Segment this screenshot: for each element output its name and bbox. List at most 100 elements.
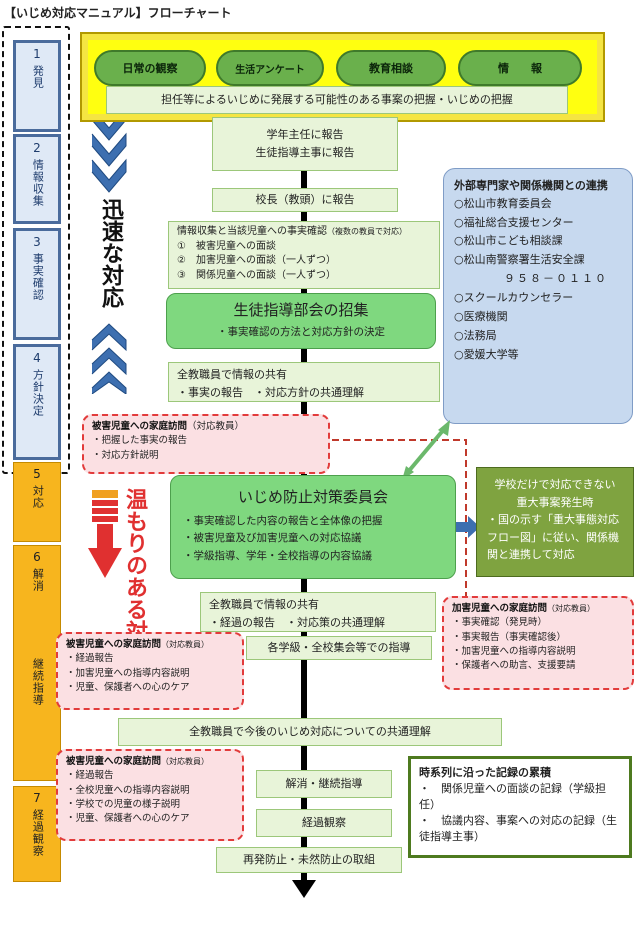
serious-line: 重大事案発生時 [516, 495, 594, 509]
share-title: 全教職員で情報の共有 [177, 368, 287, 381]
step-number: 3 [33, 235, 41, 249]
side-text-quick: 迅速な対応 [98, 198, 123, 308]
visit-tag: （対応教員） [161, 757, 210, 766]
step-1: 1 発見 [13, 40, 61, 132]
records-box: 時系列に沿った記録の累積 ・ 関係児童への面談の記録（学級担任） ・ 協議内容、… [408, 756, 632, 858]
victim-visit-box-3: 被害児童への家庭訪問（対応教員） ・経過報告 ・全校児童への指導内容説明 ・学校… [56, 749, 244, 841]
resolve-box: 解消・継続指導 [256, 770, 392, 798]
step-number: 4 [33, 351, 41, 365]
external-title: 外部専門家や関係機関との連携 [454, 179, 608, 192]
step-6: 6 解消 継続指導 [13, 545, 61, 781]
step-label: 情報収集 [31, 158, 45, 207]
committee-box: いじめ防止対策委員会 ・事実確認した内容の報告と全体像の把握 ・被害児童及び加害… [170, 475, 456, 579]
visit-item: ・加害児童への指導内容説明 [452, 645, 576, 657]
share-sub: ・経過の報告 ・対応策の共通理解 [209, 615, 385, 629]
step-label: 経過観察 [31, 808, 45, 857]
visit-item: ・児童、保護者への心のケア [66, 813, 190, 824]
arrow-down-icon [88, 490, 122, 578]
perpetrator-visit-box: 加害児童への家庭訪問（対応教員） ・事実確認（発見時） ・事実報告（事実確認後）… [442, 596, 634, 690]
external-item: ○スクールカウンセラー [454, 291, 574, 305]
records-item: ・ 協議内容、事案への対応の記録（生徒指導主事） [419, 813, 617, 843]
external-item: ○松山市教育委員会 [454, 196, 552, 210]
step-3: 3 事実確認 [13, 228, 61, 340]
visit-title: 被害児童への家庭訪問 [66, 639, 162, 650]
visit-item: ・事実確認（発見時） [452, 617, 548, 629]
step-7: 7 経過観察 [13, 786, 61, 882]
visit-item: ・全校児童への指導内容説明 [66, 784, 190, 796]
pill-survey: 生活アンケート [216, 50, 324, 86]
pill-info: 情 報 [458, 50, 582, 86]
visit-item: ・経過報告 [66, 770, 114, 782]
step-label: 事実確認 [31, 252, 45, 301]
info-title: 情報収集と当該児童への事実確認 [177, 226, 327, 237]
meeting-box: 生徒指導部会の招集 ・事実確認の方法と対応方針の決定 [166, 293, 436, 349]
meeting-title: 生徒指導部会の招集 [233, 301, 369, 319]
discovery-caption: 担任等によるいじめに発展する可能性のある事案の把握・いじめの把握 [106, 86, 568, 114]
step-label: 解消 [31, 567, 45, 592]
prevention-box: 再発防止・未然防止の取組 [216, 847, 402, 873]
visit-item: ・事実報告（事実確認後） [452, 631, 567, 643]
meeting-sub: ・事実確認の方法と対応方針の決定 [217, 326, 385, 338]
records-item: ・ 関係児童への面談の記録（学級担任） [419, 781, 606, 811]
visit-item: ・学校での児童の様子説明 [66, 798, 181, 810]
arrow-right-icon [456, 516, 480, 538]
report-box: 学年主任に報告 生徒指導主事に報告 [212, 117, 398, 171]
visit-item: ・対応方針説明 [92, 449, 159, 461]
visit-tag: （対応教員） [161, 640, 210, 649]
class-guidance-box: 各学級・全校集会等での指導 [246, 636, 432, 660]
info-item: ③ 関係児童への面談（一人ずつ） [177, 269, 336, 281]
visit-item: ・加害児童への指導内容説明 [66, 667, 190, 679]
external-item: ○愛媛大学等 [454, 347, 519, 361]
step-label: 発見 [31, 64, 45, 89]
step-4: 4 方針決定 [13, 344, 61, 460]
visit-item: ・保護者への助言、支援要請 [452, 660, 576, 671]
principal-box: 校長（教頭）に報告 [212, 188, 398, 212]
share-box-2: 全教職員で情報の共有 ・経過の報告 ・対応策の共通理解 [200, 592, 436, 632]
info-note: （複数の教員で対応） [327, 227, 407, 236]
share-title: 全教職員で情報の共有 [209, 598, 319, 611]
visit-title: 加害児童への家庭訪問 [452, 603, 548, 614]
visit-tag: （対応教員） [187, 421, 245, 432]
share-box-1: 全教職員で情報の共有 ・事実の報告 ・対応方針の共通理解 [168, 362, 440, 402]
records-title: 時系列に沿った記録の累積 [419, 766, 551, 779]
page-title: 【いじめ対応マニュアル】フローチャート [4, 6, 232, 20]
external-agencies-box: 外部専門家や関係機関との連携 ○松山市教育委員会 ○福祉総合支援センター ○松山… [443, 168, 633, 424]
step-label: 継続指導 [31, 657, 45, 706]
arrow-down-icon [292, 880, 316, 898]
visit-tag: （対応教員） [547, 604, 596, 613]
victim-visit-box-1: 被害児童への家庭訪問（対応教員） ・把握した事実の報告 ・対応方針説明 [82, 414, 330, 474]
step-number: 1 [33, 47, 41, 61]
victim-visit-box-2: 被害児童への家庭訪問（対応教員） ・経過報告 ・加害児童への指導内容説明 ・児童… [56, 632, 244, 710]
share-sub: ・事実の報告 ・対応方針の共通理解 [177, 385, 364, 399]
observe-box: 経過観察 [256, 809, 392, 837]
step-5: 5 対応 [13, 462, 61, 542]
step-number: 2 [33, 141, 41, 155]
step-number: 7 [33, 791, 41, 805]
committee-item: ・学級指導、学年・全校指導の内容協議 [183, 549, 372, 562]
step-number: 5 [33, 467, 41, 481]
serious-line: 学校だけで対応できない [494, 478, 616, 491]
external-item: ○福祉総合支援センター [454, 215, 574, 229]
visit-item: ・児童、保護者への心のケア [66, 681, 190, 693]
chevron-down-icon [91, 106, 127, 193]
pill-observation: 日常の観察 [94, 50, 206, 86]
committee-item: ・被害児童及び加害児童への対応協議 [183, 532, 362, 545]
step-label: 対応 [31, 484, 45, 509]
pill-counseling: 教育相談 [336, 50, 446, 86]
external-item: ○法務局 [454, 328, 497, 342]
external-item: ○松山市こども相談課 [454, 234, 563, 248]
step-2: 2 情報収集 [13, 134, 61, 224]
serious-body: ・国の示す「重大事態対応フロー図」に従い、関係機関と連携して対応 [487, 513, 619, 562]
serious-case-box: 学校だけで対応できない 重大事案発生時 ・国の示す「重大事態対応フロー図」に従い… [476, 467, 634, 577]
visit-title: 被害児童への家庭訪問 [66, 756, 162, 767]
report-line: 生徒指導主事に報告 [255, 146, 355, 159]
visit-item: ・把握した事実の報告 [92, 435, 188, 447]
chevron-up-icon [91, 323, 127, 394]
committee-title: いじめ防止対策委員会 [237, 488, 388, 506]
external-item: ○医療機関 [454, 310, 508, 324]
common-understanding-box: 全教職員で今後のいじめ対応についての共通理解 [118, 718, 502, 746]
external-item: ○松山南警察署生活安全課 [454, 253, 585, 267]
info-item: ① 被害児童への面談 [177, 240, 276, 252]
visit-title: 被害児童への家庭訪問 [92, 421, 188, 432]
committee-item: ・事実確認した内容の報告と全体像の把握 [183, 515, 383, 527]
